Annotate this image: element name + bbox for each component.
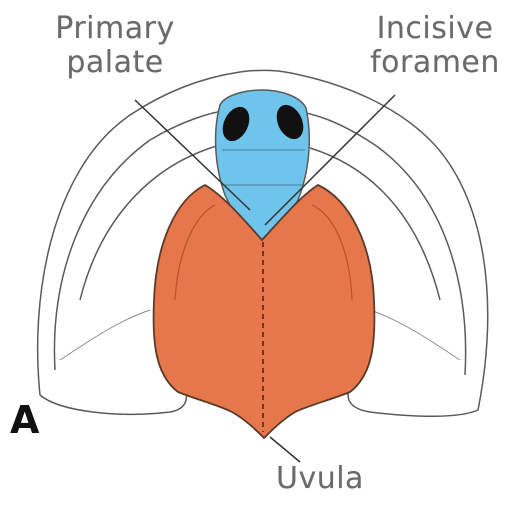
primary-palate-label-line2: palate bbox=[40, 46, 190, 80]
panel-letter: A bbox=[10, 398, 39, 442]
incisive-foramen-label-line2: foramen bbox=[355, 46, 515, 80]
incisive-foramen-label-line1: Incisive bbox=[355, 12, 515, 46]
incisive-foramen-label: Incisive foramen bbox=[355, 12, 515, 80]
primary-palate-label-line1: Primary bbox=[40, 12, 190, 46]
primary-palate-label: Primary palate bbox=[40, 12, 190, 80]
uvula-leader bbox=[270, 437, 300, 462]
uvula-label: Uvula bbox=[276, 462, 364, 496]
